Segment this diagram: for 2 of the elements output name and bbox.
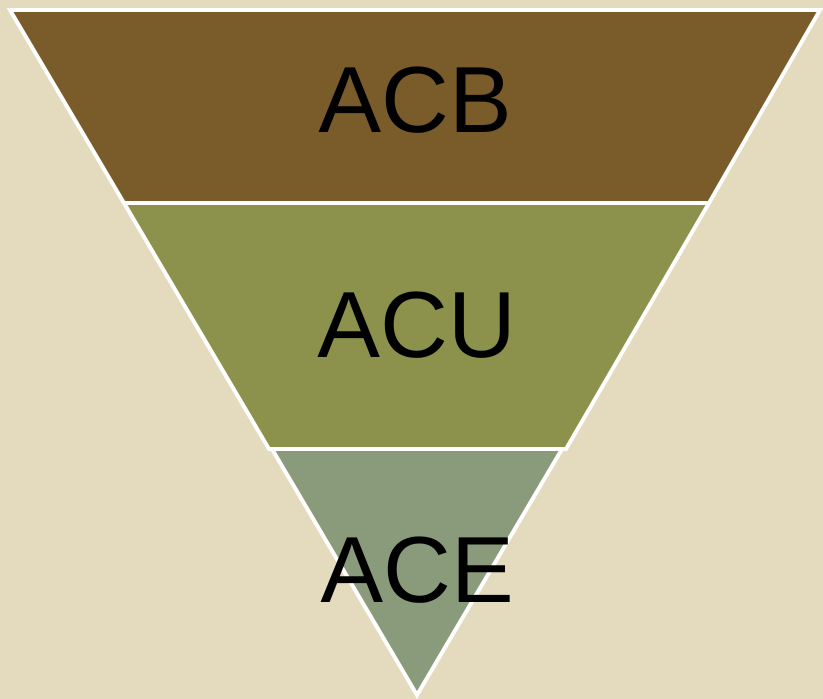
segment-label: ACU bbox=[317, 278, 516, 372]
segment-label: ACB bbox=[318, 53, 512, 147]
